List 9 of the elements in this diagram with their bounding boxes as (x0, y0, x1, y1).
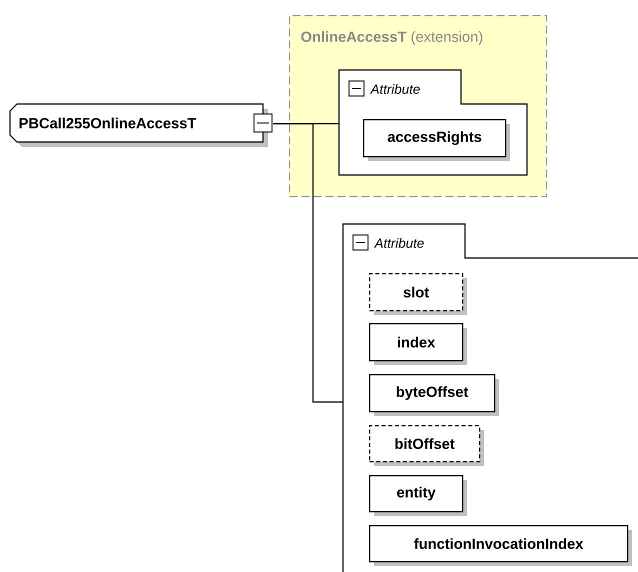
attribute-box: byteOffset (369, 374, 499, 416)
attribute-box: entity (369, 475, 467, 516)
attribute-box: functionInvocationIndex (369, 525, 632, 566)
attribute-box: slot (369, 273, 467, 315)
attribute-box: accessRights (363, 119, 510, 161)
attribute-box: bitOffset (369, 425, 484, 466)
attribute-box: index (369, 323, 467, 365)
connector-line (273, 123, 343, 403)
element-box: PBCall255OnlineAccessT (9, 103, 272, 147)
